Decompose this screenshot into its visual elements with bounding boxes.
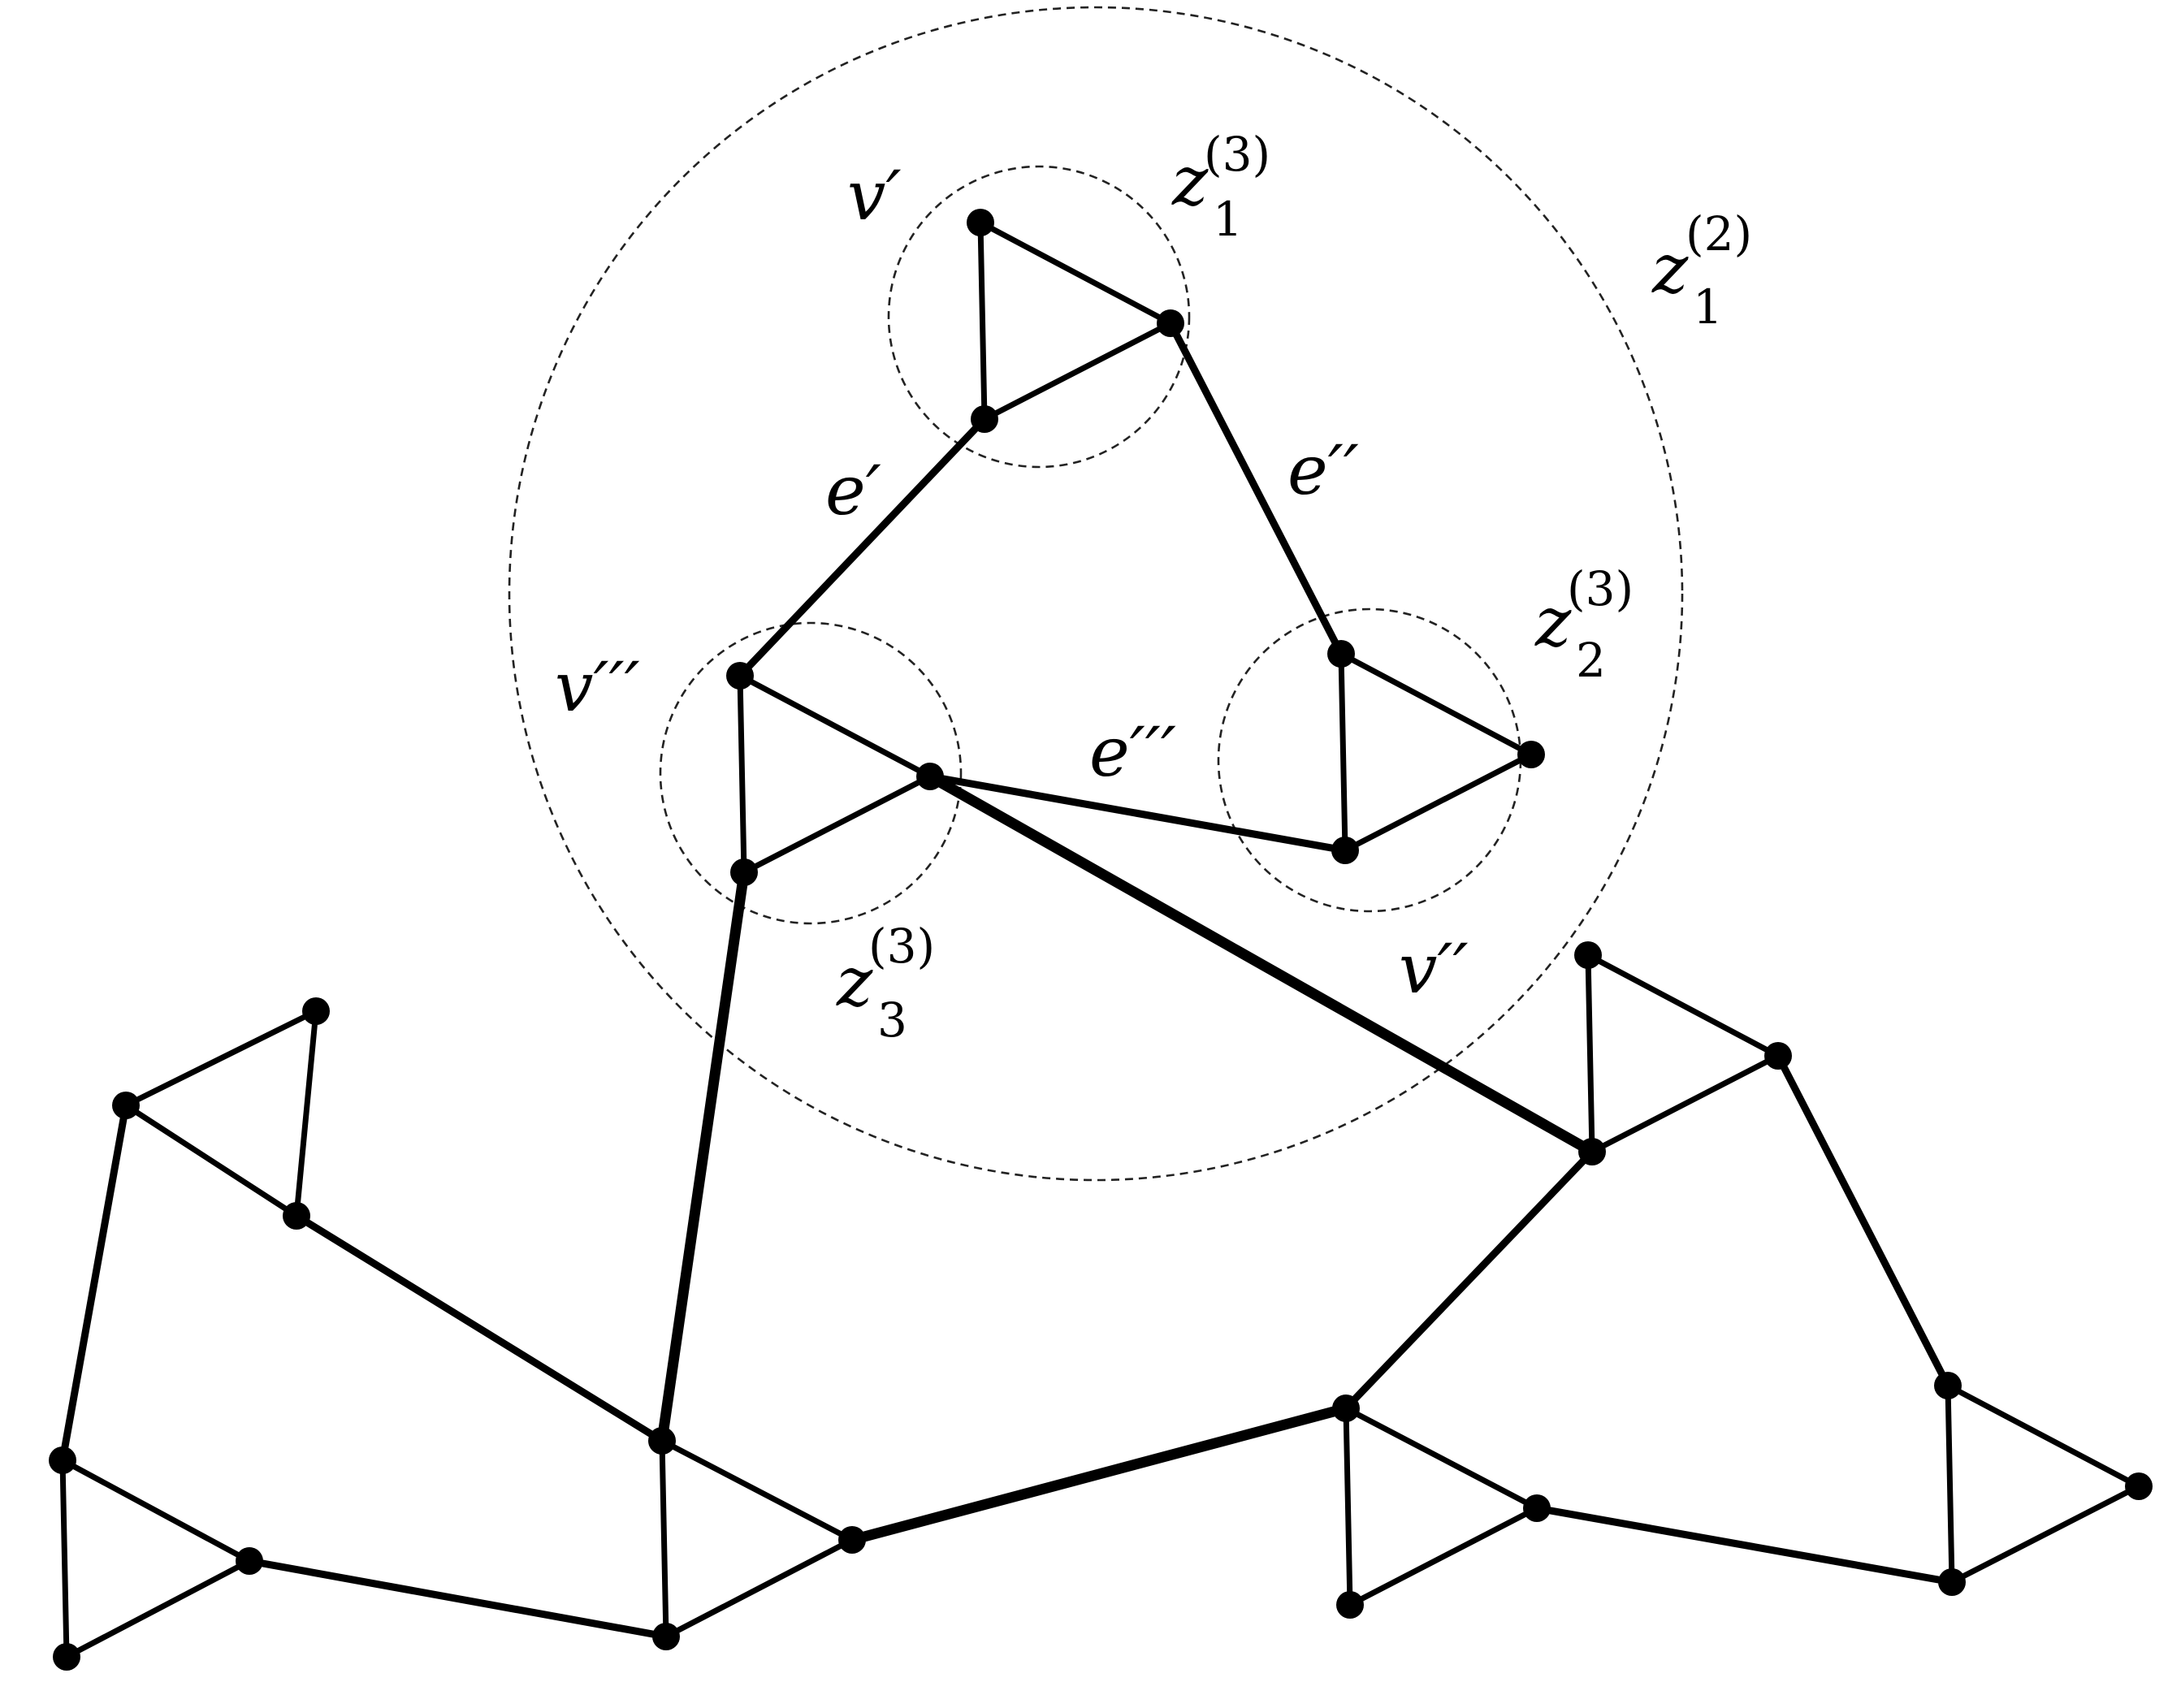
z-superscript: (2) xyxy=(1686,206,1752,262)
z-subscript: 2 xyxy=(1576,633,1606,688)
label-e-prime: e′ xyxy=(825,451,881,530)
edge xyxy=(1585,952,1595,1155)
node xyxy=(1578,1138,1606,1165)
graph-nodes xyxy=(49,209,2153,1671)
edge xyxy=(659,1438,669,1640)
node xyxy=(112,1092,140,1119)
cluster-z1-3-circle xyxy=(887,165,1191,469)
label-z3-3: z 3 (3) xyxy=(836,919,935,1048)
edge xyxy=(1949,1483,2142,1585)
z-superscript: (3) xyxy=(868,919,935,974)
edge xyxy=(1774,1052,1952,1390)
edge xyxy=(63,1558,253,1660)
edge xyxy=(737,672,747,876)
node xyxy=(838,1526,866,1554)
z-subscript: 1 xyxy=(1693,279,1723,335)
node xyxy=(1332,1395,1360,1422)
z-superscript: (3) xyxy=(1567,561,1634,616)
z-letter: z xyxy=(1651,229,1689,309)
edge xyxy=(59,1457,253,1564)
edge xyxy=(1945,1382,2142,1490)
edge xyxy=(1342,751,1534,854)
edge xyxy=(663,1537,855,1640)
edge-e-prime xyxy=(736,415,989,680)
node xyxy=(971,405,998,433)
edge xyxy=(1338,651,1534,758)
edge xyxy=(1338,651,1348,854)
node xyxy=(2125,1472,2153,1500)
node xyxy=(648,1427,676,1455)
node xyxy=(652,1623,680,1650)
node-v-prime xyxy=(967,209,994,236)
edge xyxy=(245,1557,670,1641)
edge xyxy=(924,771,1598,1157)
cluster-z2-3-circle xyxy=(1217,608,1522,913)
node xyxy=(1764,1042,1792,1070)
label-v-triple-prime: v′′′ xyxy=(555,647,640,727)
node xyxy=(916,763,944,790)
label-v-prime: v′ xyxy=(847,156,902,236)
node-v-triple-prime xyxy=(726,662,754,690)
node xyxy=(53,1643,80,1671)
z-letter: z xyxy=(1534,582,1572,662)
node xyxy=(236,1547,263,1575)
edge xyxy=(977,219,1174,326)
diagram-labels: v′ v′′ v′′′ e′ e′′ e′′′ z 1 (3) z 2 (3) … xyxy=(555,127,1752,1048)
edge xyxy=(846,1403,1352,1546)
edge-e-double-prime xyxy=(1166,319,1345,658)
node xyxy=(1574,941,1602,969)
edge xyxy=(1343,1405,1353,1608)
cluster-circles xyxy=(508,6,1684,1182)
z-superscript: (3) xyxy=(1204,127,1270,182)
node xyxy=(730,858,758,886)
z-letter: z xyxy=(836,942,873,1022)
edge xyxy=(1589,1053,1781,1155)
edge xyxy=(1533,1504,1956,1586)
edge-e-triple-prime xyxy=(926,772,1349,854)
node xyxy=(1938,1568,1966,1596)
edge xyxy=(1342,1148,1596,1412)
edge xyxy=(1343,1405,1540,1511)
node xyxy=(1517,741,1545,768)
label-z1-2: z 1 (2) xyxy=(1651,206,1752,335)
label-z2-3: z 2 (3) xyxy=(1534,561,1634,688)
edge xyxy=(123,1008,319,1109)
node xyxy=(1523,1494,1551,1522)
node xyxy=(1157,309,1184,337)
node xyxy=(1331,837,1359,864)
node xyxy=(302,997,330,1025)
edge xyxy=(659,1438,855,1543)
node xyxy=(49,1446,76,1474)
edge xyxy=(123,1102,300,1219)
cluster-z1-2-circle xyxy=(508,6,1684,1182)
edge xyxy=(737,672,933,780)
graph-edges xyxy=(58,219,2142,1660)
edge xyxy=(741,773,933,876)
label-z1-3: z 1 (3) xyxy=(1171,127,1270,247)
z-subscript: 3 xyxy=(877,992,907,1048)
edge xyxy=(1585,952,1781,1059)
node xyxy=(283,1202,310,1230)
label-e-triple-prime: e′′′ xyxy=(1089,712,1176,792)
edge xyxy=(656,867,750,1446)
edge xyxy=(981,320,1174,422)
node xyxy=(1336,1591,1364,1619)
z-letter: z xyxy=(1171,141,1209,221)
edge xyxy=(1347,1505,1540,1608)
node xyxy=(1327,640,1355,668)
edge xyxy=(58,1101,130,1464)
edge xyxy=(1945,1382,1955,1585)
z-subscript: 1 xyxy=(1213,192,1243,247)
edge xyxy=(293,1008,319,1219)
label-e-double-prime: e′′ xyxy=(1287,430,1359,510)
edge xyxy=(292,1212,666,1445)
edge xyxy=(977,219,988,422)
edge xyxy=(59,1457,70,1660)
node xyxy=(1934,1372,1962,1399)
label-v-double-prime: v′′ xyxy=(1399,929,1469,1009)
cluster-z3-3-circle xyxy=(659,621,963,925)
